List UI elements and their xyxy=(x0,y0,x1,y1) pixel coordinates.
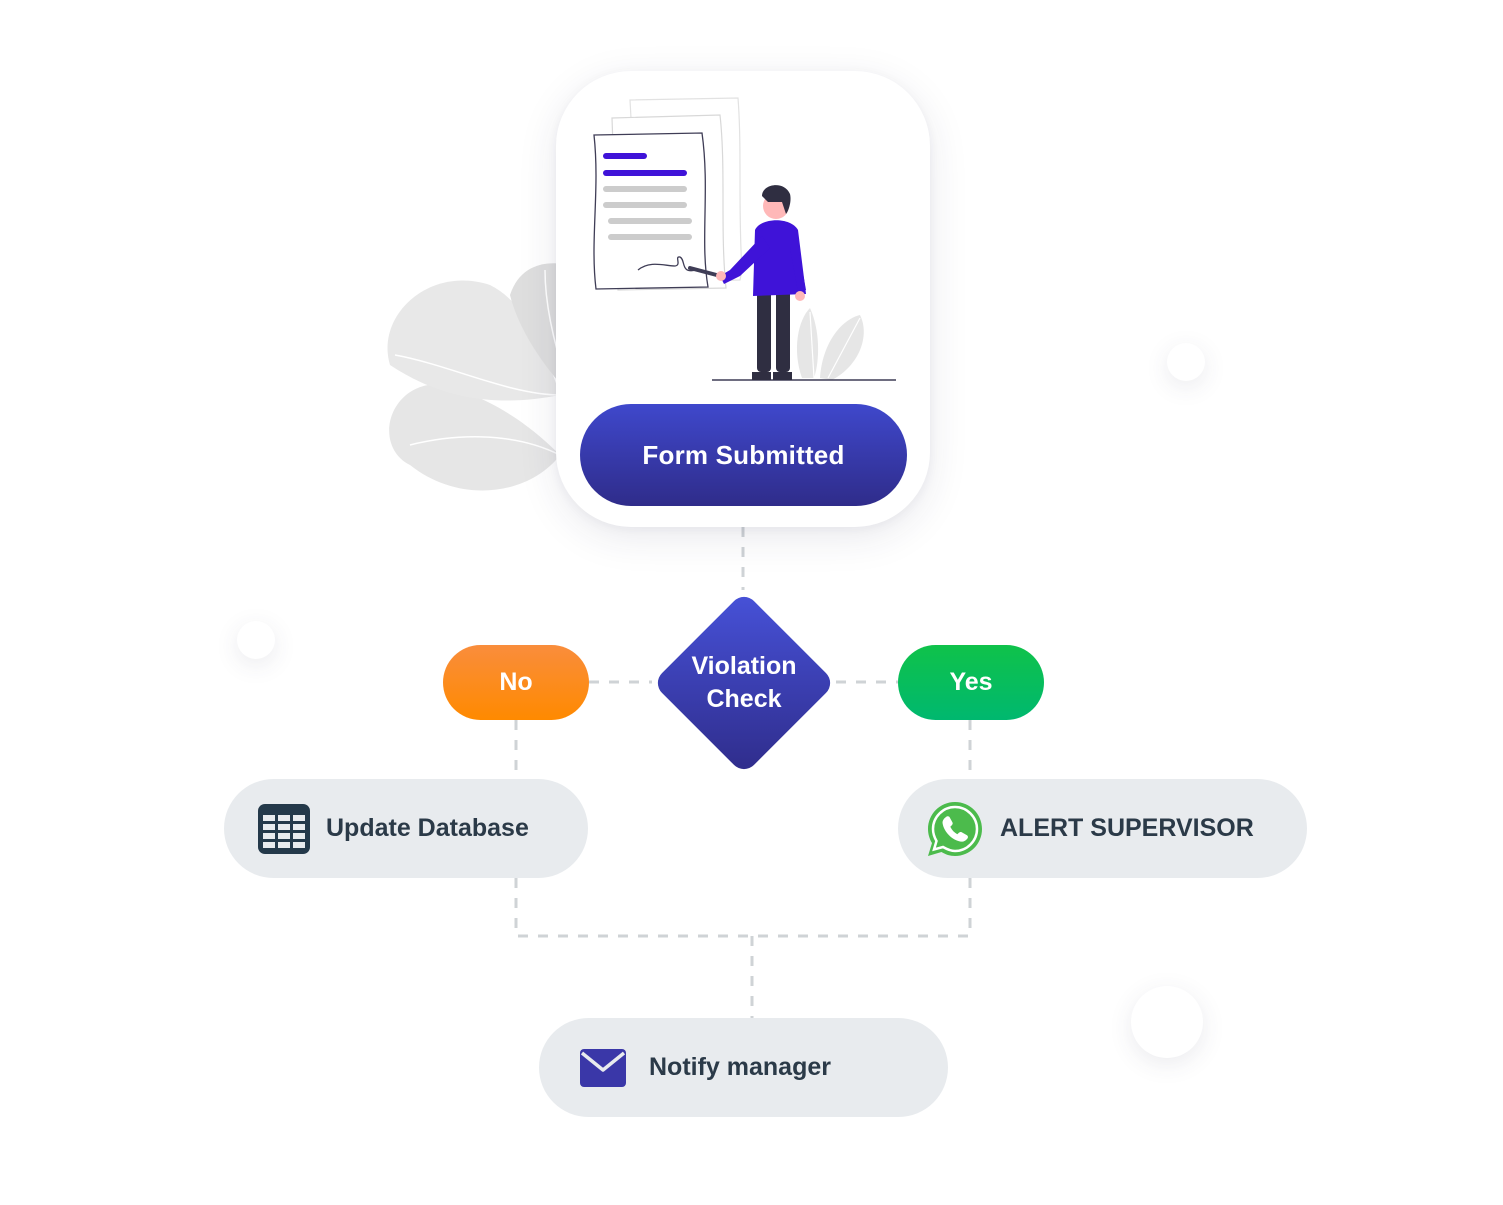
spreadsheet-icon xyxy=(256,801,312,857)
violation-check-decision[interactable]: Violation Check xyxy=(650,589,838,777)
whatsapp-icon xyxy=(924,798,986,860)
no-branch-pill[interactable]: No xyxy=(443,645,589,720)
decor-bubble xyxy=(1167,343,1205,381)
alert-supervisor-label: ALERT SUPERVISOR xyxy=(1000,814,1254,842)
decision-label: Violation Check xyxy=(691,652,797,713)
decor-bubble xyxy=(237,621,275,659)
envelope-icon xyxy=(577,1042,629,1094)
notify-manager-label: Notify manager xyxy=(649,1053,831,1081)
notify-manager-action[interactable]: Notify manager xyxy=(539,1018,948,1117)
decor-bubble xyxy=(1131,986,1203,1058)
signing-document-illustration xyxy=(593,97,896,381)
update-database-action[interactable]: Update Database xyxy=(224,779,588,878)
alert-supervisor-action[interactable]: ALERT SUPERVISOR xyxy=(898,779,1307,878)
yes-branch-pill[interactable]: Yes xyxy=(898,645,1044,720)
update-database-label: Update Database xyxy=(326,814,529,842)
form-submitted-button[interactable]: Form Submitted xyxy=(580,404,907,506)
